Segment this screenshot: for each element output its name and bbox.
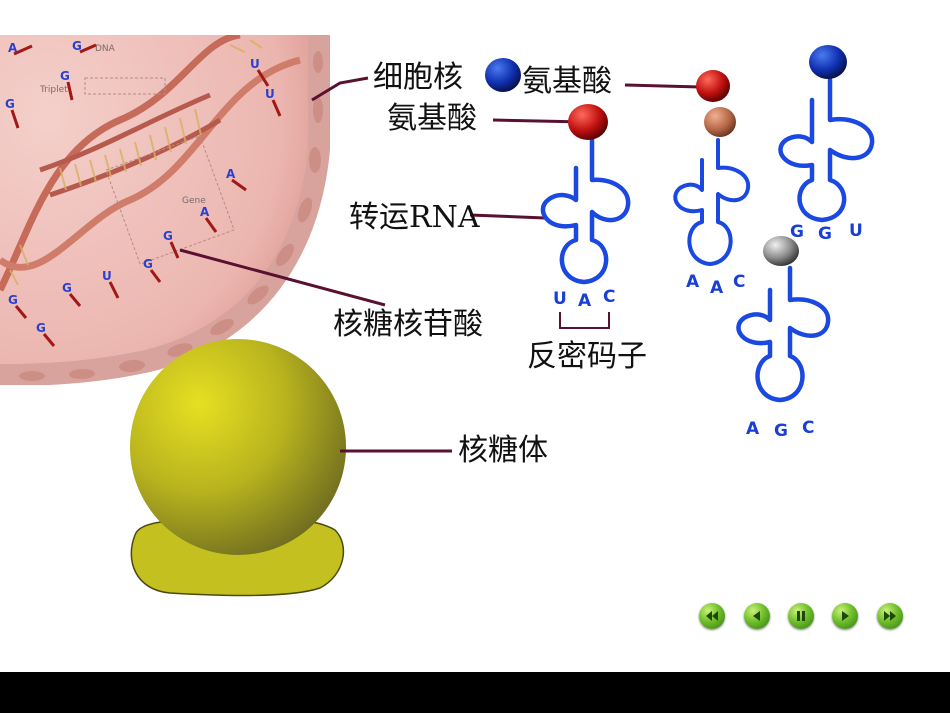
trna-molecule [736, 265, 831, 403]
base-label: U [553, 289, 567, 309]
base-label: G [818, 224, 832, 244]
free-amino-acid-red [696, 70, 730, 102]
anticodon-bracket [559, 312, 610, 329]
last-icon [884, 611, 896, 621]
svg-text:A: A [8, 41, 18, 55]
trna-molecule [540, 132, 631, 285]
base-label: U [849, 221, 863, 241]
dna-label: DNA [95, 44, 116, 54]
nucleus-illustration: DNA Triplet Gene A G G G U U A A G G U G… [0, 35, 330, 385]
last-slide-button[interactable] [877, 603, 903, 629]
nucleotide-icon: U [265, 87, 282, 117]
svg-text:G: G [143, 257, 153, 271]
nucleotide-icon: G [5, 97, 20, 129]
base-label: C [603, 287, 615, 307]
base-label: C [733, 272, 745, 292]
nucleotide-icon: U [250, 57, 270, 87]
amino-acid-label: 氨基酸 [387, 101, 477, 136]
base-label: A [578, 291, 592, 311]
prev-slide-button[interactable] [744, 603, 770, 629]
first-icon [706, 611, 718, 621]
trna-molecule [673, 138, 751, 266]
anticodon-label: 反密码子 [527, 339, 647, 374]
leader-lines [179, 76, 701, 453]
base-label: A [746, 419, 760, 439]
nucleotide-icon: U [102, 269, 120, 299]
svg-text:A: A [200, 205, 210, 219]
svg-text:A: A [226, 167, 236, 181]
base-label: G [774, 421, 788, 441]
amino-acid-on-trna-2 [704, 107, 736, 137]
svg-text:G: G [8, 293, 18, 307]
nucleotide-icon: G [143, 257, 162, 283]
nucleotide-icon: A [8, 41, 33, 56]
anticodon-bases-2: A A C [686, 272, 745, 298]
anticodon-bases-4: A G C [746, 418, 814, 441]
anticodon-bases-3: G G U [790, 221, 863, 244]
svg-text:U: U [265, 87, 275, 101]
nucleotide-icon: G [163, 229, 180, 259]
trna-label: 转运RNA [349, 200, 480, 235]
svg-text:U: U [102, 269, 112, 283]
nucleotide-icon: G [60, 69, 74, 101]
pause-icon [797, 611, 805, 621]
svg-text:U: U [250, 57, 260, 71]
svg-text:G: G [60, 69, 70, 83]
free-nucleotides: A G G G U U A A G G U G G G [5, 39, 282, 347]
base-label: A [710, 278, 724, 298]
prev-icon [753, 611, 760, 621]
svg-text:G: G [72, 39, 82, 53]
nucleotide-label: 核糖核苷酸 [333, 307, 483, 342]
svg-text:G: G [163, 229, 173, 243]
free-amino-acid-blue [485, 58, 521, 92]
anticodon-bases-1: U A C [553, 287, 615, 311]
first-slide-button[interactable] [699, 603, 725, 629]
ribosome-illustration [130, 339, 346, 597]
nucleotide-icon: A [226, 167, 247, 192]
play-icon [842, 611, 849, 621]
nucleotide-icon: G [8, 293, 28, 319]
base-label: C [802, 418, 814, 438]
pause-button[interactable] [788, 603, 814, 629]
amino-acid-label: 氨基酸 [522, 64, 612, 99]
nucleotide-icon: G [72, 39, 97, 54]
nucleus-label: 细胞核 [373, 60, 463, 95]
bottom-bar [0, 672, 950, 713]
nucleotide-icon: A [200, 205, 218, 233]
base-label: G [790, 222, 804, 242]
nucleotide-icon: G [36, 321, 56, 347]
svg-text:G: G [36, 321, 46, 335]
base-label: A [686, 272, 700, 292]
triplet-label: Triplet [39, 85, 68, 95]
amino-acid-on-trna-4 [763, 236, 799, 266]
ribosome-label: 核糖体 [458, 433, 548, 468]
nucleotide-icon: G [62, 281, 82, 307]
amino-acid-on-trna-3 [809, 45, 847, 79]
next-slide-button[interactable] [832, 603, 858, 629]
svg-text:G: G [5, 97, 15, 111]
trna-molecule [778, 77, 875, 223]
amino-acid-on-trna-1 [568, 104, 608, 140]
svg-text:G: G [62, 281, 72, 295]
gene-label: Gene [182, 196, 206, 206]
